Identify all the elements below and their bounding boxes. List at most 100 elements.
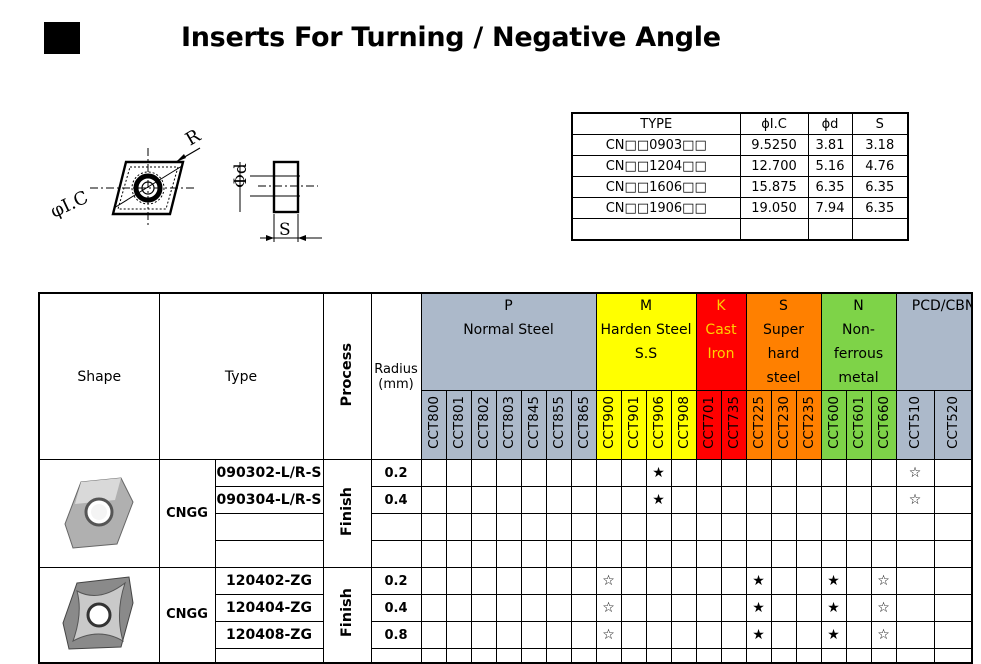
grade-mark-cell — [545, 621, 572, 649]
grade-header-cct235: CCT235 — [795, 390, 822, 460]
grade-mark-cell: ★ — [645, 459, 672, 487]
grade-mark-cell — [745, 513, 772, 541]
grade-mark-cell: ★ — [820, 594, 847, 622]
material-group-pcd: PCD/CBN — [895, 292, 973, 391]
grade-mark-cell — [795, 567, 822, 595]
grade-mark-cell — [420, 540, 447, 568]
grade-label: CCT660 — [875, 396, 892, 449]
grade-mark-cell — [745, 486, 772, 514]
grade-mark-cell — [520, 594, 547, 622]
grade-label: CCT802 — [475, 396, 492, 449]
radius-cell: 0.4 — [370, 486, 422, 514]
grade-mark-cell — [695, 648, 722, 663]
grade-mark-cell: ☆ — [895, 459, 935, 487]
grade-label: CCT800 — [425, 396, 442, 449]
grade-mark-cell — [795, 594, 822, 622]
shape-cell — [38, 459, 160, 568]
grade-mark-cell — [470, 594, 497, 622]
grade-mark-cell — [545, 486, 572, 514]
grade-mark-cell: ★ — [745, 594, 772, 622]
grade-mark-cell — [720, 459, 747, 487]
grade-mark-cell — [895, 648, 935, 663]
grade-mark-cell — [695, 621, 722, 649]
header-shape: Shape — [38, 292, 160, 460]
ic-dimension-label: φI.C — [50, 187, 92, 223]
grade-mark-cell — [445, 567, 472, 595]
grade-mark-cell — [895, 621, 935, 649]
grade-label: CCT901 — [625, 396, 642, 449]
grade-mark-cell — [470, 513, 497, 541]
type-cell: CNGG — [158, 459, 216, 568]
grade-mark-cell — [933, 513, 973, 541]
grade-mark-cell — [895, 540, 935, 568]
grade-header-cct225: CCT225 — [745, 390, 772, 460]
grade-mark-cell — [720, 486, 747, 514]
grade-label: CCT906 — [650, 396, 667, 449]
grade-mark-cell — [420, 513, 447, 541]
dims-cell: CN□□1906□□ — [571, 197, 741, 219]
grade-label: CCT230 — [775, 396, 792, 449]
grade-mark-cell — [520, 567, 547, 595]
grade-mark-cell — [745, 459, 772, 487]
grade-mark-cell — [670, 513, 697, 541]
radius-cell — [370, 540, 422, 568]
page-title: Inserts For Turning / Negative Angle — [181, 22, 721, 53]
grade-mark-cell: ☆ — [870, 594, 897, 622]
grade-mark-cell: ★ — [645, 486, 672, 514]
dims-cell — [851, 218, 909, 241]
grade-label: CCT900 — [600, 396, 617, 449]
process-cell: Finish — [322, 459, 372, 568]
grade-mark-cell — [720, 513, 747, 541]
radius-cell: 0.2 — [370, 567, 422, 595]
dims-cell: 12.700 — [739, 155, 809, 177]
grade-mark-cell — [595, 513, 622, 541]
grade-mark-cell — [870, 459, 897, 487]
grade-mark-cell — [595, 486, 622, 514]
material-group-code: S — [779, 298, 788, 314]
order-code-cell: 120408-ZG — [214, 621, 324, 649]
grade-mark-cell — [695, 459, 722, 487]
dims-cell: 3.81 — [807, 134, 853, 156]
grade-label: CCT510 — [907, 396, 923, 449]
grade-mark-cell — [495, 648, 522, 663]
shape-cell — [38, 567, 160, 663]
grade-mark-cell — [645, 540, 672, 568]
insert-plain-image — [64, 476, 134, 549]
grade-mark-cell — [895, 513, 935, 541]
title-marker-square — [44, 22, 80, 54]
grade-header-cct901: CCT901 — [620, 390, 647, 460]
grade-label: CCT801 — [450, 396, 467, 449]
dims-cell: 6.35 — [851, 197, 909, 219]
grade-mark-cell — [445, 459, 472, 487]
dims-cell: 6.35 — [851, 176, 909, 198]
order-code-cell — [214, 648, 324, 663]
grade-mark-cell — [570, 594, 597, 622]
grade-mark-cell — [845, 540, 872, 568]
grade-header-cct230: CCT230 — [770, 390, 797, 460]
grade-label: CCT600 — [825, 396, 842, 449]
header-type: Type — [158, 292, 324, 460]
grade-mark-cell — [545, 594, 572, 622]
grade-mark-cell — [895, 567, 935, 595]
grade-header-cct600: CCT600 — [820, 390, 847, 460]
table-row — [39, 513, 973, 541]
grade-mark-cell — [595, 540, 622, 568]
grade-header-cct660: CCT660 — [870, 390, 897, 460]
insert-chipbreaker-image — [62, 576, 134, 650]
dims-cell — [571, 218, 741, 241]
radius-cell — [370, 648, 422, 663]
grade-mark-cell — [495, 513, 522, 541]
radius-cell: 0.4 — [370, 594, 422, 622]
grade-mark-cell — [820, 540, 847, 568]
dims-cell: 4.76 — [851, 155, 909, 177]
order-code-cell: 120404-ZG — [214, 594, 324, 622]
grade-mark-cell — [645, 594, 672, 622]
grade-mark-cell — [570, 486, 597, 514]
grade-mark-cell — [420, 486, 447, 514]
radius-dimension-label: R — [182, 125, 205, 150]
